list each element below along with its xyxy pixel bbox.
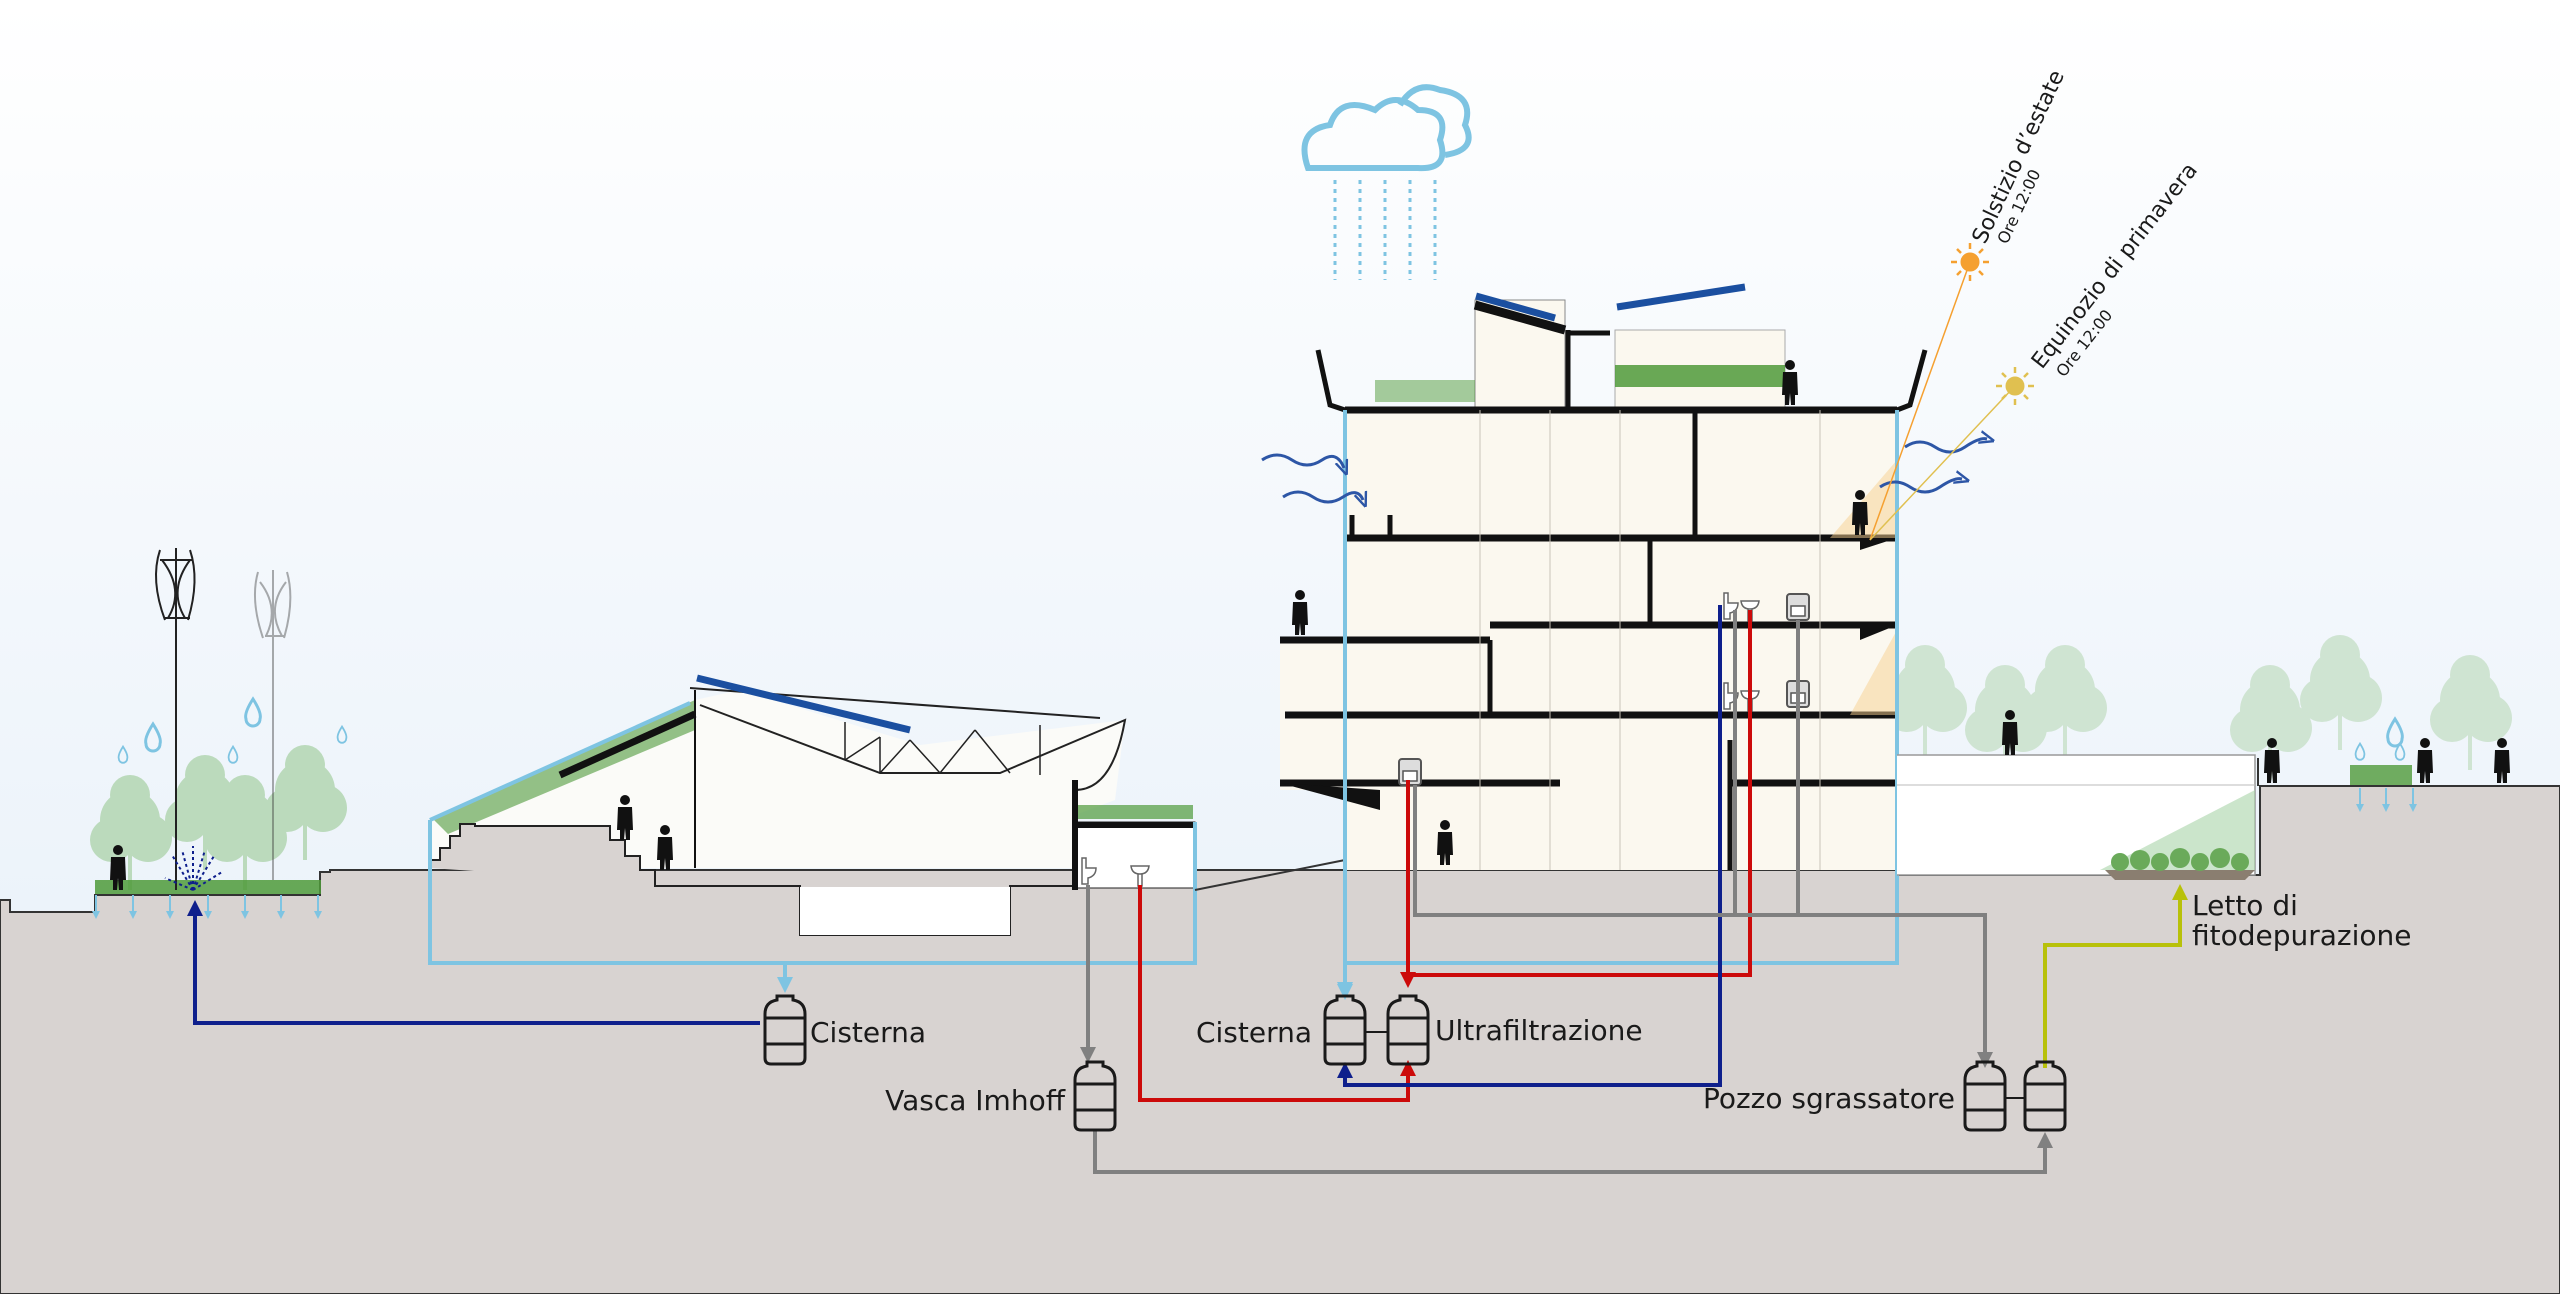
letto-fitodepurazione-label-1: Letto di <box>2192 889 2298 922</box>
cloud-rain-icon <box>1301 84 1472 280</box>
right-park <box>2257 717 2510 812</box>
wind-turbine-icon <box>155 548 196 890</box>
blackwater-collector <box>1413 610 1985 1060</box>
wind-arrow-icon <box>1261 453 1344 468</box>
ultrafiltrazione-label: Ultrafiltrazione <box>1435 1014 1643 1047</box>
auditorium-building <box>428 674 1346 965</box>
pipes <box>187 605 2188 1174</box>
solar-panel-icon <box>1475 292 1556 322</box>
wind-arrow-icon <box>1904 439 1987 454</box>
vasca-imhoff-label: Vasca Imhoff <box>885 1084 1066 1117</box>
wind-arrows <box>1261 439 1987 502</box>
infiltration-arrows <box>92 895 322 919</box>
stove-icon <box>1786 593 1810 621</box>
green-roof <box>432 700 695 834</box>
solar-panel-icon <box>1616 283 1746 311</box>
cisterna-left-label: Cisterna <box>810 1016 926 1049</box>
left-park <box>90 548 348 919</box>
solar-panel-icon <box>696 674 911 734</box>
tanks: Cisterna Vasca Imhoff Cisterna Ultrafilt… <box>763 889 2412 1132</box>
stage-pit <box>800 887 1010 935</box>
imhoff-to-degreaser-pipe <box>1093 1130 2053 1174</box>
greywater-riser <box>1408 610 1752 977</box>
sprinkler-icon <box>164 846 223 891</box>
wind-turbine-icon <box>254 570 292 880</box>
cisterna-center-label: Cisterna <box>1196 1016 1312 1049</box>
wind-arrow-icon <box>1282 490 1363 502</box>
grass <box>2350 765 2412 785</box>
green-roof <box>1375 380 1475 402</box>
main-building <box>1280 283 2256 998</box>
pozzo-sgrassatore-label: Pozzo sgrassatore <box>1703 1082 1955 1115</box>
green-roof <box>1615 365 1785 387</box>
letto-fitodepurazione-label-2: fitodepurazione <box>2192 919 2412 952</box>
phytodepuration-bed <box>2100 790 2255 880</box>
treated-water-pipe <box>2043 884 2188 1068</box>
clean-water-riser <box>1337 605 1722 1087</box>
irrigation-pipe <box>187 900 760 1025</box>
wind-arrow-icon <box>1879 479 1962 494</box>
green-roof <box>1078 805 1193 819</box>
grass <box>95 880 321 894</box>
